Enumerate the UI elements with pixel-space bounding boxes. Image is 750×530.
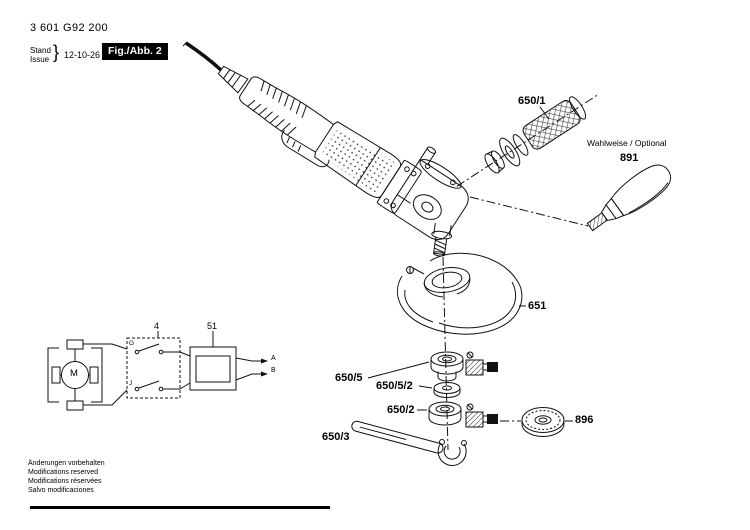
spindle-lock-button	[419, 146, 437, 165]
terminal-j: J	[129, 380, 133, 387]
callout-891: 891	[620, 152, 639, 164]
issue-label: Issue	[30, 55, 50, 64]
footer-note-de: Änderungen vorbehalten	[28, 460, 105, 467]
terminal-a: A	[271, 355, 276, 362]
optional-note: Wahlweise / Optional	[587, 138, 667, 148]
wiring-schematic	[47, 331, 268, 411]
footer-rule	[30, 506, 330, 509]
wheel-guard-651	[397, 252, 523, 335]
footer-note-es: Salvo modificaciones	[28, 487, 94, 494]
callout-650-1: 650/1	[518, 95, 546, 107]
backing-flange-650-5	[430, 351, 464, 382]
flange-washer-650-5-2	[433, 382, 461, 398]
callout-650-2: 650/2	[387, 404, 415, 416]
switch-slider	[281, 129, 330, 168]
motor-housing	[314, 121, 402, 198]
figure-badge: Fig./Abb. 2	[102, 43, 168, 60]
terminal-clamp-lower	[465, 403, 498, 428]
terminal-b: B	[271, 367, 276, 374]
grip-ribs	[260, 80, 307, 118]
issue-date: 12-10-26	[64, 50, 101, 60]
clamping-nut-896	[521, 407, 565, 437]
damper-assembly-650-1	[456, 93, 600, 187]
switch-block	[126, 331, 181, 399]
callout-650-5: 650/5	[335, 372, 363, 384]
aux-handle-891	[586, 164, 672, 232]
footer-note-en: Modifications reserved	[28, 469, 99, 476]
leader-lines	[367, 106, 573, 422]
callout-650-3: 650/3	[322, 431, 350, 443]
callout-650-5-2: 650/5/2	[376, 380, 413, 392]
terminal-arrows	[235, 357, 268, 381]
callout-651: 651	[528, 300, 547, 312]
motor-letter: M	[70, 368, 78, 379]
vent-dots	[320, 128, 395, 193]
suppressor-block	[179, 331, 237, 391]
stand-label: Stand	[30, 46, 51, 55]
ref-51: 51	[207, 321, 218, 331]
mounting-flange-650-2	[428, 401, 462, 426]
type-number: 3 601 G92 200	[30, 22, 108, 34]
gear-head	[390, 146, 469, 241]
terminal-clamp-upper	[465, 351, 498, 376]
pin-wrench-650-3	[351, 420, 467, 466]
power-cord	[182, 41, 223, 72]
ref-4: 4	[154, 321, 160, 331]
brace-glyph: }	[53, 42, 60, 62]
footer-note-fr: Modifications réservées	[28, 478, 102, 485]
cord-grip	[217, 65, 249, 94]
callout-896: 896	[575, 414, 594, 426]
terminal-g: G	[129, 340, 135, 347]
output-spindle	[431, 222, 453, 257]
grinder-body	[239, 76, 422, 214]
axis-lines	[442, 196, 589, 451]
